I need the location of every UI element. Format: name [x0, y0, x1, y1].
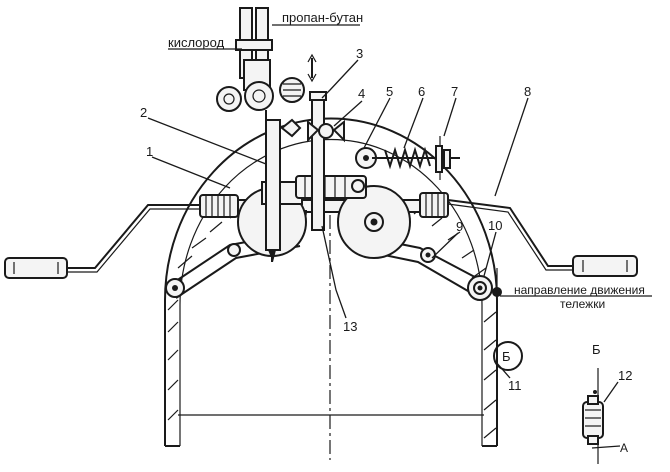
vertical-post [309, 91, 327, 231]
label-10: 10 [488, 218, 502, 233]
label-4: 4 [358, 86, 365, 101]
label-13: 13 [343, 319, 357, 334]
label-propane-butane: пропан-бутан [282, 10, 363, 25]
pipe-section [164, 117, 498, 460]
right-crank-handle [447, 199, 638, 277]
left-crank-handle [4, 204, 200, 279]
leader-lines [147, 24, 652, 449]
label-oxygen: кислород [168, 35, 225, 50]
label-1: 1 [146, 144, 153, 159]
label-detail-b-title: Б [592, 342, 601, 357]
labels: кислород пропан-бутан 1 2 3 4 5 6 7 8 9 … [140, 10, 645, 455]
label-2: 2 [140, 105, 147, 120]
spring-assembly [372, 136, 460, 180]
label-direction-line2: тележки [560, 297, 605, 311]
label-9: 9 [456, 219, 463, 234]
vertical-arrow-icon [307, 53, 317, 83]
label-8: 8 [524, 84, 531, 99]
label-detail-a: А [620, 441, 628, 455]
label-5: 5 [386, 84, 393, 99]
guide-roller [467, 275, 502, 301]
label-12: 12 [618, 368, 632, 383]
wing-nut [280, 118, 345, 143]
carriage-frame [165, 231, 489, 299]
label-6: 6 [418, 84, 425, 99]
detail-b-callout [493, 341, 523, 371]
label-detail-b-circle: Б [502, 349, 511, 364]
gas-valves [216, 7, 305, 130]
label-7: 7 [451, 84, 458, 99]
label-3: 3 [356, 46, 363, 61]
label-11: 11 [508, 378, 522, 393]
label-direction-line1: направление движения [514, 283, 645, 297]
detail-b-view [582, 368, 604, 464]
